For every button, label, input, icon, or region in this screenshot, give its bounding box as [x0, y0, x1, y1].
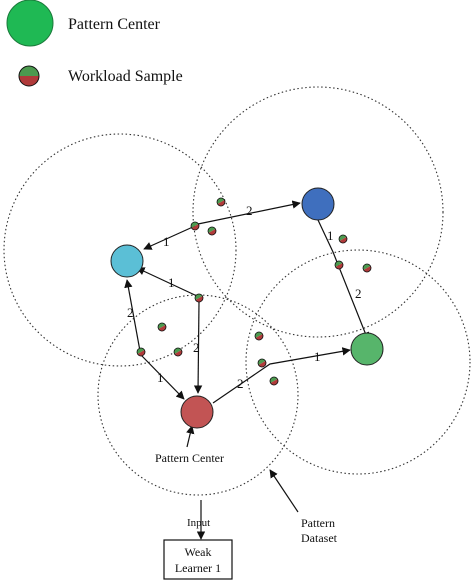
workload-sample-dot [206, 225, 218, 237]
input-label: Input [187, 517, 210, 529]
edge-label: 1 [314, 349, 321, 364]
edge-label: 2 [127, 305, 134, 320]
workload-sample-dot [156, 321, 168, 333]
edge-label: 1 [157, 370, 164, 385]
cluster-cyan [3, 133, 237, 367]
edge-sample-to-blue [197, 200, 301, 225]
workload-sample-dot [256, 357, 268, 369]
weak-learner-box: Weak Learner 1 [163, 539, 233, 580]
workload-sample-dot [215, 196, 227, 208]
pattern-dataset-label-line2: Dataset [301, 531, 338, 545]
pattern-clusters [3, 86, 471, 496]
cluster-red [97, 294, 299, 496]
pattern-centers [110, 187, 384, 429]
pattern-center-cyan [110, 244, 144, 278]
workload-sample-dot [193, 292, 205, 304]
workload-sample-dot [268, 375, 280, 387]
edge-blue-sample-to-cyan [143, 225, 196, 250]
annotations: Pattern Center Input Pattern Dataset [155, 451, 338, 545]
edge-sample-to-cyan [136, 267, 198, 297]
cluster-blue [192, 86, 444, 338]
legend-workload-sample-icon [18, 65, 40, 87]
pattern-center-red [180, 395, 214, 429]
edge-label: 1 [327, 228, 334, 243]
edge-label: 1 [163, 234, 170, 249]
workload-sample-dot [135, 346, 147, 358]
edge-red-to-cyan [124, 279, 141, 352]
edge-blue-to-green [317, 219, 370, 341]
edge-red-to-green [212, 347, 351, 404]
edge-label: 2 [355, 286, 362, 301]
workload-sample-dot [189, 220, 201, 232]
workload-samples [135, 196, 373, 387]
cluster-green [245, 249, 471, 475]
legend-pattern-center-label: Pattern Center [68, 16, 161, 33]
edge-label: 1 [168, 275, 175, 290]
edge-labels: 1 2 1 2 1 2 1 2 2 1 [127, 203, 362, 391]
edge-sample-to-red-vert [193, 301, 203, 394]
legend: Pattern Center Workload Sample [6, 0, 183, 87]
workload-sample-dot [361, 262, 373, 274]
legend-pattern-center-icon [6, 0, 54, 47]
edge-sample-to-red-diag [140, 354, 185, 400]
edge-label: 2 [237, 376, 244, 391]
pattern-dataset-label-line1: Pattern [301, 516, 335, 530]
weak-learner-label-line2: Learner 1 [175, 561, 221, 575]
pattern-center-green [350, 332, 384, 366]
workload-sample-dot [333, 259, 345, 271]
edge-label: 2 [246, 203, 253, 218]
workload-sample-dot [253, 330, 265, 342]
pattern-center-blue [301, 187, 335, 221]
workload-sample-dot [172, 346, 184, 358]
workload-sample-dot [337, 233, 349, 245]
legend-workload-sample-label: Workload Sample [68, 68, 183, 85]
weak-learner-label-line1: Weak [184, 545, 211, 559]
edges [124, 200, 370, 540]
edge-label: 2 [193, 340, 200, 355]
note-pointer [186, 425, 195, 448]
dataset-pointer [269, 469, 299, 513]
pattern-center-note: Pattern Center [155, 451, 224, 465]
